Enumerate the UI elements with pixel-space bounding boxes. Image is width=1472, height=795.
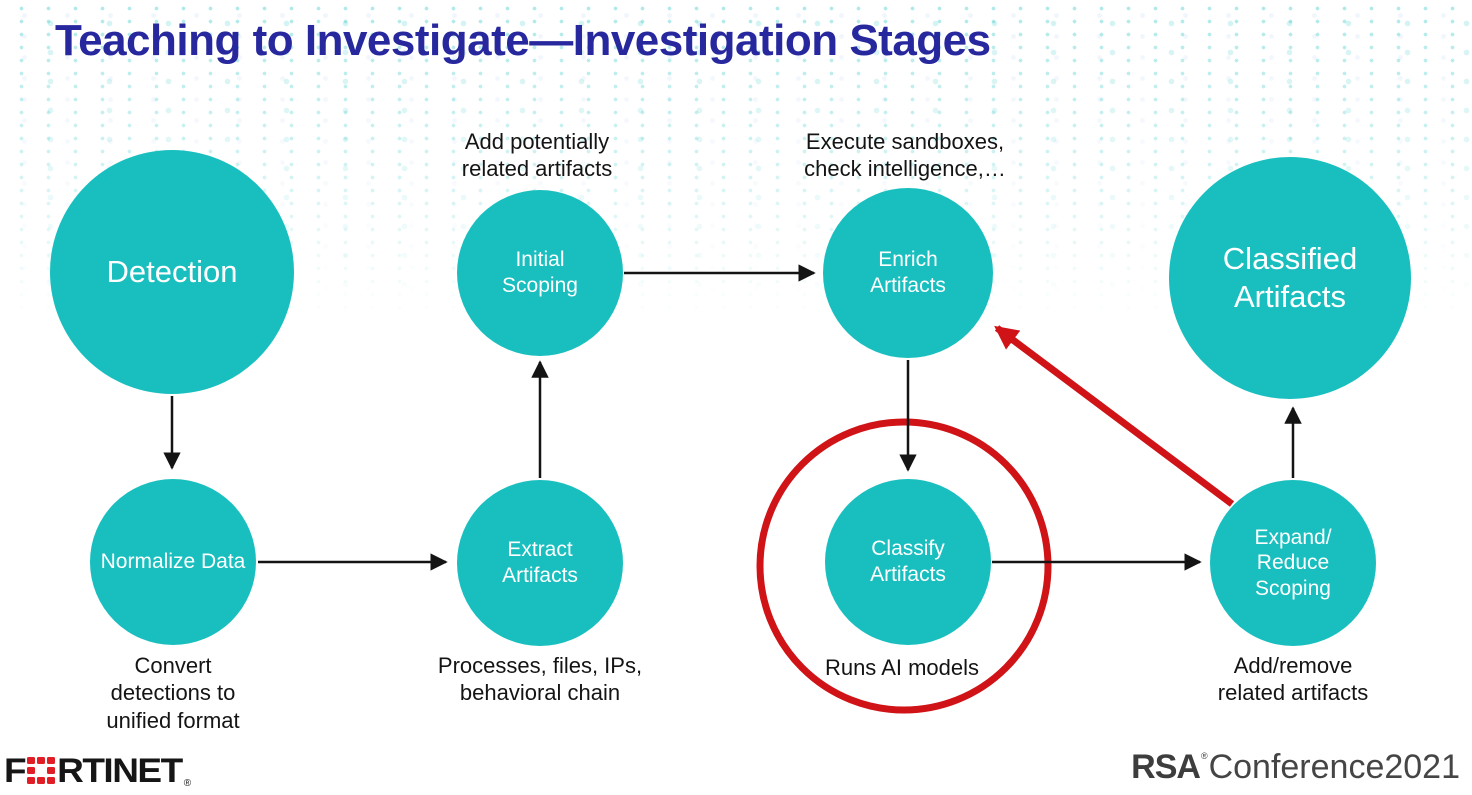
- node-initial-scoping: Initial Scoping: [457, 190, 623, 356]
- node-classified-artifacts-label: Classified Artifacts: [1222, 241, 1358, 314]
- node-extract-artifacts-label: Extract Artifacts: [502, 538, 578, 587]
- node-enrich-artifacts-label: Enrich Artifacts: [870, 248, 946, 297]
- rsa-conference-logo: RSA ® Conference2021: [1131, 750, 1460, 784]
- node-expand-reduce-scoping: Expand/ Reduce Scoping: [1210, 480, 1376, 646]
- node-classify-artifacts: Classify Artifacts: [825, 479, 991, 645]
- fortinet-logo-o-grid-icon: [27, 757, 56, 784]
- node-normalize-data-label: Normalize Data: [100, 550, 246, 574]
- fortinet-logo-f: F: [4, 751, 27, 790]
- annotation-enrich-artifacts: Execute sandboxes, check intelligence,…: [804, 129, 1006, 182]
- annotation-initial-scoping: Add potentially related artifacts: [461, 129, 613, 182]
- node-classify-artifacts-label: Classify Artifacts: [870, 537, 946, 586]
- annotation-classify-artifacts: Runs AI models: [824, 655, 980, 680]
- node-enrich-artifacts: Enrich Artifacts: [823, 188, 993, 358]
- node-detection-label: Detection: [106, 254, 238, 290]
- annotation-extract-artifacts: Processes, files, IPs, behavioral chain: [437, 653, 643, 706]
- node-initial-scoping-label: Initial Scoping: [502, 248, 578, 297]
- rsa-logo-text: RSA: [1131, 748, 1201, 786]
- rsa-registered-mark: ®: [1200, 751, 1208, 761]
- annotation-expand-reduce-scoping: Add/remove related artifacts: [1217, 653, 1369, 706]
- fortinet-logo: F RTINET ®: [4, 752, 191, 789]
- node-detection: Detection: [50, 150, 294, 394]
- node-normalize-data: Normalize Data: [90, 479, 256, 645]
- node-expand-reduce-scoping-label: Expand/ Reduce Scoping: [1254, 525, 1332, 600]
- node-extract-artifacts: Extract Artifacts: [457, 480, 623, 646]
- annotation-normalize-data: Convert detections to unified format: [106, 653, 240, 733]
- fortinet-logo-rest: RTINET: [57, 751, 183, 790]
- node-classified-artifacts: Classified Artifacts: [1169, 157, 1411, 399]
- rsa-conference-year: Conference2021: [1208, 748, 1460, 786]
- fortinet-registered-mark: ®: [183, 778, 192, 789]
- slide-title: Teaching to Investigate—Investigation St…: [55, 16, 991, 65]
